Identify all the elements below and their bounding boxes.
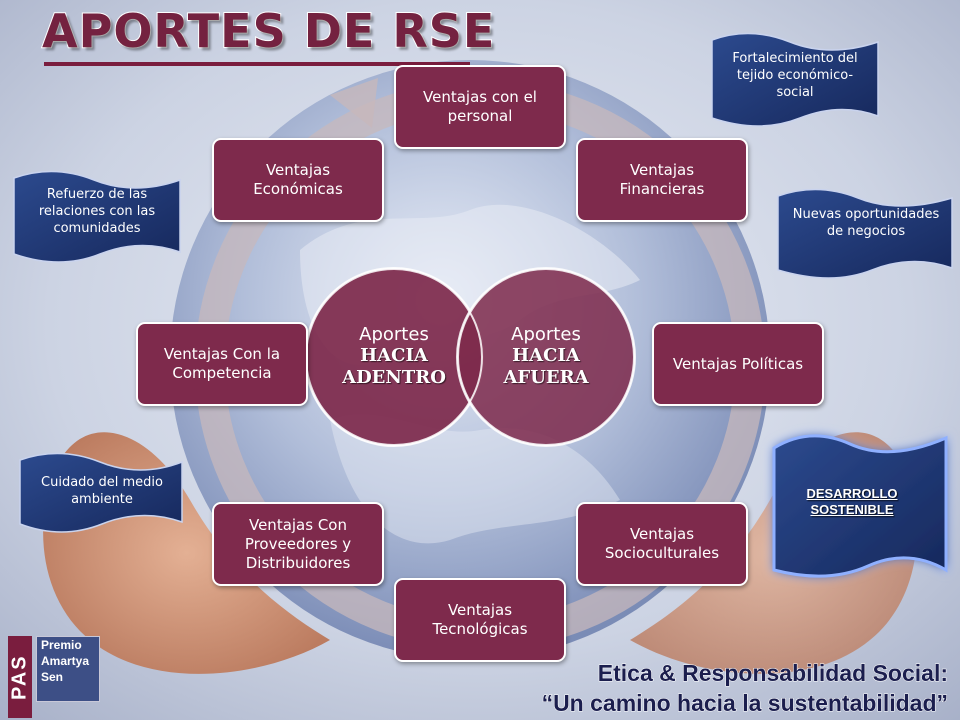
flag-refuerzo-text: Refuerzo de las relaciones con las comun… — [38, 187, 156, 236]
flag-desarrollo — [772, 434, 948, 578]
box-ventajas-personal: Ventajas con el personal — [394, 65, 566, 149]
box-ventajas-socioculturales: Ventajas Socioculturales — [576, 502, 748, 586]
flag-nuevas — [777, 188, 953, 279]
footer-line-1: Etica & Responsabilidad Social: — [597, 660, 948, 687]
box-ventajas-tecnologicas: Ventajas Tecnológicas — [394, 578, 566, 662]
flag-cuidado — [19, 452, 183, 533]
premio-amartya-sen-logo: PAS Premio Amartya Sen — [8, 636, 100, 718]
hacia-afuera-label-1: HACIA — [512, 345, 580, 366]
title-underline — [44, 62, 470, 66]
box-ventajas-economicas: Ventajas Económicas — [212, 138, 384, 222]
logo-line-premio: Premio — [41, 638, 82, 652]
logo-pas: PAS — [8, 636, 32, 718]
flag-nuevas-text: Nuevas oportunidades de negocios — [792, 207, 940, 239]
hacia-afuera-label-2: AFUERA — [503, 367, 589, 388]
aportes-adentro-label: Aportes — [359, 324, 429, 345]
box-ventajas-proveedores: Ventajas Con Proveedores y Distribuidore… — [212, 502, 384, 586]
flag-fortalecimiento — [711, 32, 879, 127]
box-ventajas-competencia: Ventajas Con la Competencia — [136, 322, 308, 406]
page-title: APORTES DE RSE — [41, 3, 496, 59]
box-ventajas-financieras: Ventajas Financieras — [576, 138, 748, 222]
flag-fortalecimiento-text: Fortalecimiento del tejido económico- so… — [732, 51, 858, 100]
logo-line-amartya: Amartya — [41, 654, 90, 668]
aportes-afuera-label: Aportes — [511, 324, 581, 345]
footer-line-2: “Un camino hacia la sustentabilidad” — [541, 690, 948, 717]
aportes-hacia-afuera: Aportes HACIA AFUERA — [457, 268, 635, 446]
logo-line-sen: Sen — [41, 670, 64, 684]
hacia-adentro-label-1: HACIA — [360, 345, 428, 366]
flag-cuidado-text: Cuidado del medio ambiente — [41, 475, 163, 507]
logo-box: Premio Amartya Sen — [36, 636, 100, 702]
box-ventajas-politicas: Ventajas Políticas — [652, 322, 824, 406]
hacia-adentro-label-2: ADENTRO — [342, 367, 446, 388]
flag-refuerzo — [13, 170, 181, 263]
flag-desarrollo-text: DESARROLLO SOSTENIBLE — [806, 486, 898, 517]
